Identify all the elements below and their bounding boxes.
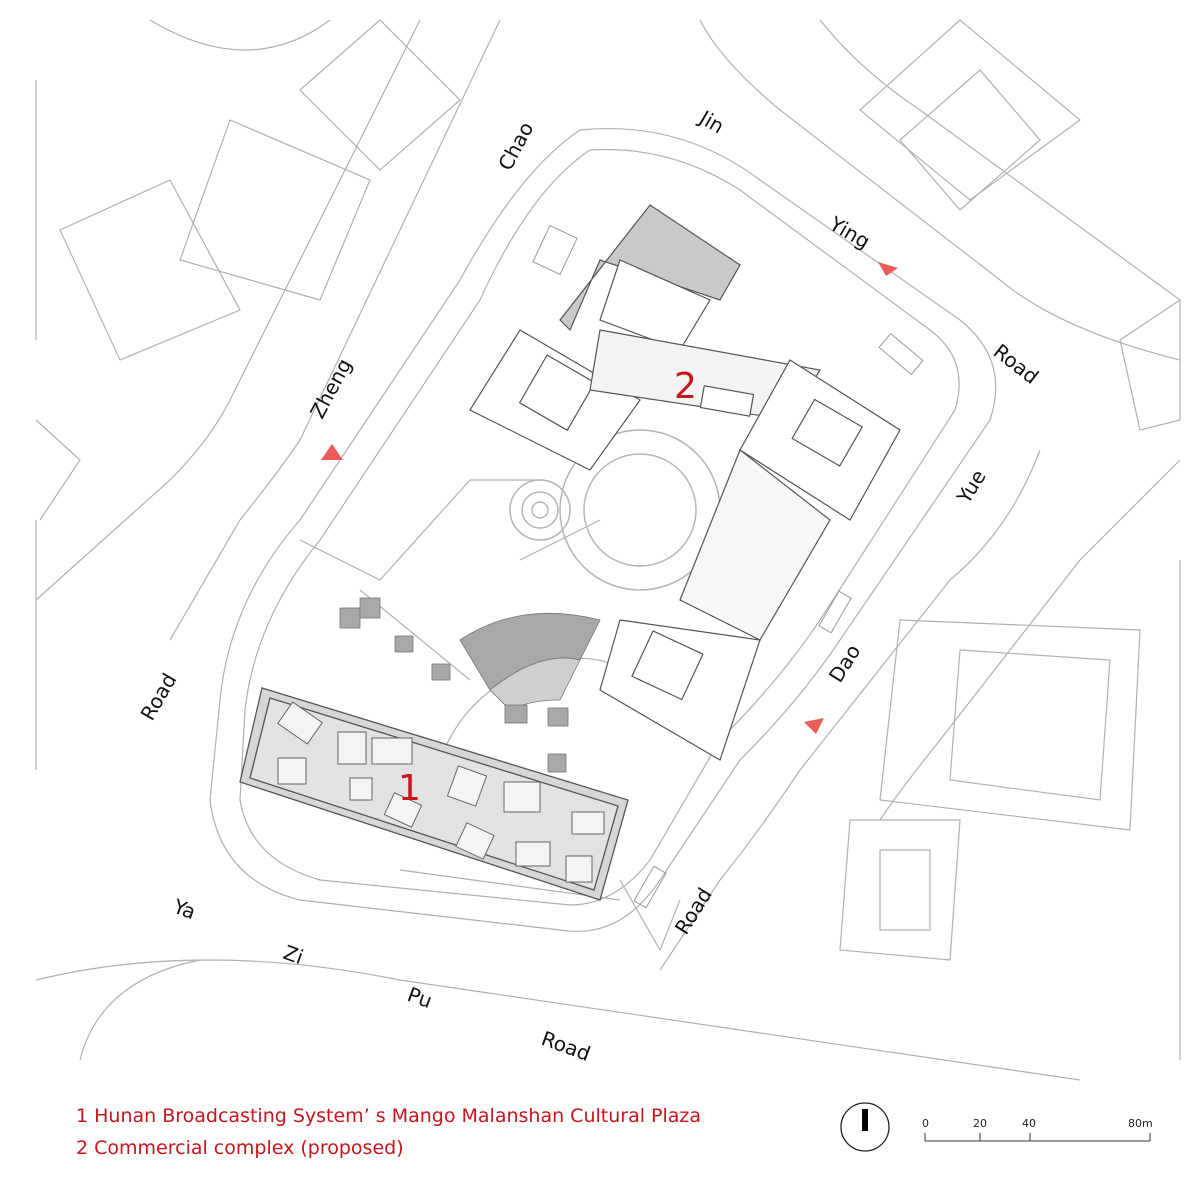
road-edge [35, 19, 421, 601]
site-block-inner [239, 148, 960, 906]
entrance-marker [321, 444, 343, 460]
entrance-marker [804, 718, 824, 734]
building-outline [59, 179, 241, 361]
road-label-zheng: Zheng [305, 355, 356, 423]
roof-module [565, 855, 593, 883]
north-arrow-needle [862, 1109, 868, 1131]
plaza-block [504, 704, 528, 724]
roof-module [383, 792, 423, 828]
roof-module [515, 841, 551, 867]
building-outline [879, 849, 931, 931]
entrance-marker [878, 262, 898, 276]
building-outline [879, 619, 1141, 831]
road-edge [79, 959, 201, 1061]
building-outline [299, 19, 461, 171]
scale-tick-40: 40 [1022, 1117, 1036, 1130]
marker-1: 1 [398, 768, 421, 809]
legend-item-1: 1 Hunan Broadcasting System’ s Mango Mal… [76, 1105, 702, 1127]
commercial-block-east-core [791, 398, 864, 467]
road-label-dao: Dao [824, 640, 866, 687]
legend-item-2: 2 Commercial complex (proposed) [76, 1137, 404, 1159]
road-label-pu: Pu [404, 982, 435, 1013]
road-edge [699, 19, 1181, 361]
roof-module [349, 777, 373, 801]
road-edge [819, 19, 1181, 301]
road-label-ying: Ying [825, 211, 875, 254]
kiosk [818, 590, 852, 634]
roof-module [337, 731, 367, 765]
building-outline [899, 69, 1041, 211]
fountain-ring [531, 501, 549, 519]
plaza-path [299, 479, 540, 581]
road-label-road-ne: Road [989, 339, 1043, 389]
building-outline [949, 649, 1111, 801]
scale-tick-80: 80m [1128, 1117, 1153, 1130]
road-label-road-s: Road [538, 1026, 593, 1066]
plaza-ring [583, 453, 697, 567]
roof-module [503, 781, 541, 813]
roof-module [455, 822, 495, 860]
road-edge [879, 459, 1181, 821]
kiosk [532, 224, 578, 276]
road-edge [169, 19, 501, 641]
scale-tick-20: 20 [973, 1117, 987, 1130]
fountain-ring [509, 479, 571, 541]
plaza-block [431, 663, 451, 681]
road-label-yue: Yue [951, 465, 990, 508]
scale-bar-line [924, 1133, 1151, 1142]
roof-module [277, 701, 323, 745]
commercial-kiosk [699, 385, 755, 417]
plaza-block [359, 597, 381, 619]
scale-tick-0: 0 [922, 1117, 929, 1130]
plaza-block [547, 707, 569, 727]
kiosk [878, 332, 924, 376]
building-outline [1119, 298, 1181, 431]
road-label-ya: Ya [169, 894, 199, 924]
road-edge [149, 19, 331, 51]
plaza-block [339, 607, 361, 629]
commercial-block-north-core [518, 354, 596, 432]
site-block-outline [209, 127, 997, 932]
roof-module [371, 737, 413, 765]
cultural-plaza-building [239, 687, 629, 901]
legend: 1 Hunan Broadcasting System’ s Mango Mal… [76, 1100, 701, 1164]
fountain-ring [521, 491, 559, 529]
commercial-block-south [599, 619, 761, 761]
plaza-block [547, 753, 567, 773]
roof-module [446, 765, 488, 807]
plaza-path [619, 879, 681, 952]
building-outline [35, 419, 81, 521]
road-label-jin: Jin [694, 105, 729, 139]
plaza-block [394, 635, 414, 653]
commercial-block-east [739, 359, 901, 521]
road-edge [35, 959, 1081, 1081]
roof-module [277, 757, 307, 785]
commercial-wing-dark [559, 204, 741, 332]
road-edge [659, 449, 1041, 971]
marker-2: 2 [674, 366, 697, 407]
commercial-block-south-core [631, 630, 704, 701]
north-arrow [840, 1102, 890, 1152]
road-label-road-se: Road [670, 883, 717, 938]
building-outline [839, 819, 961, 961]
road-label-road-w: Road [136, 669, 182, 724]
building-outline [859, 19, 1081, 201]
roof-module [571, 811, 605, 835]
north-arrow-ring [840, 1102, 890, 1152]
road-label-chao: Chao [493, 118, 538, 174]
scale-bar: 0 20 40 80m [922, 1117, 1153, 1142]
building-outline [179, 119, 371, 301]
kiosk [633, 865, 667, 909]
